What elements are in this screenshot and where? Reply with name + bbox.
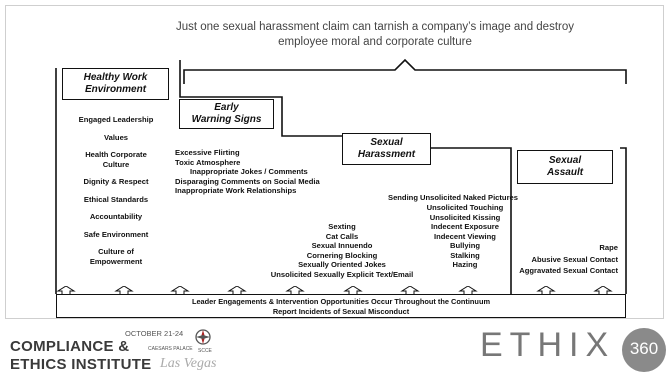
logo-line-2: ETHICS INSTITUTE [10, 356, 152, 373]
list-item: Aggravated Sexual Contact [519, 266, 618, 275]
list-item: Sexual Innuendo [311, 241, 373, 250]
ethix-360-badge: 360 [622, 328, 666, 372]
headline: Just one sexual harassment claim can tar… [175, 20, 575, 50]
ethix-wordmark: ETHIX [480, 326, 616, 364]
intervention-bar-line-2: Report Incidents of Sexual Misconduct [272, 307, 410, 316]
list-item: Sexually Oriented Jokes [298, 260, 386, 269]
compass-icon [195, 329, 211, 345]
list-item: Inappropriate Jokes / Comments [190, 167, 308, 176]
stage-4-items-center: Unsolicited Touching Unsolicited Kissing… [405, 203, 525, 270]
stage-4-items-right: Rape Abusive Sexual Contact Aggravated S… [500, 243, 618, 276]
ethix-360-number: 360 [629, 339, 659, 358]
logo-city: Las Vegas [160, 356, 217, 371]
list-item: Sexting [328, 222, 356, 231]
list-item: Safe Environment [83, 229, 149, 239]
stair-step-2 [430, 147, 512, 294]
list-item: Unsolicited Touching [426, 203, 504, 212]
stair-step-1 [179, 60, 350, 137]
list-item: Abusive Sexual Contact [531, 254, 618, 264]
list-item: Culture of [98, 247, 134, 256]
stage-2-title-line-1: Early [214, 102, 239, 113]
list-item: Values [103, 132, 129, 142]
stage-4-title-line-1: Sexual [548, 155, 582, 166]
list-item: Unsolicited Sexually Explicit Text/Email [270, 269, 414, 279]
slide-frame [5, 5, 664, 319]
logo-org: SCCE [198, 348, 212, 354]
stair-right [620, 147, 627, 294]
list-item: Disparaging Comments on Social Media [175, 176, 320, 186]
headline-line-1: Just one sexual harassment claim can tar… [175, 21, 575, 33]
intervention-bar-line-1: Leader Engagements & Intervention Opport… [191, 297, 491, 306]
list-item: Bullying [450, 241, 480, 250]
intervention-bar: Leader Engagements & Intervention Opport… [56, 294, 626, 318]
list-item: Hazing [452, 260, 478, 269]
list-item: Excessive Flirting [175, 148, 240, 157]
list-item: Empowerment [89, 256, 143, 266]
list-item: Sending Unsolicited Naked Pictures [388, 193, 518, 202]
stage-box-sexual-assault: Sexual Assault [517, 150, 613, 184]
list-item: Cat Calls [325, 231, 359, 241]
stage-3-title-line-1: Sexual [370, 137, 403, 148]
stage-4-items: Sending Unsolicited Naked Pictures [388, 193, 518, 203]
logo-line-1: COMPLIANCE & [10, 338, 130, 355]
list-item: Indecent Viewing [434, 231, 496, 241]
list-item: Inappropriate Work Relationships [175, 186, 297, 195]
list-item: Health Corporate [85, 150, 147, 159]
list-item: Culture [102, 159, 130, 169]
list-item: Indecent Exposure [431, 222, 499, 231]
headline-line-2: employee moral and corporate culture [278, 36, 472, 48]
logo-date: OCTOBER 21-24 [125, 329, 184, 338]
compliance-ethics-institute-logo: COMPLIANCE & ETHICS INSTITUTE OCTOBER 21… [10, 326, 245, 374]
stage-2-title-line-2: Warning Signs [191, 114, 262, 125]
list-item: Unsolicited Kissing [429, 212, 501, 222]
list-item: Ethical Standards [83, 194, 149, 204]
stage-1-title-line-1: Healthy Work [83, 72, 148, 83]
list-item: Toxic Atmosphere [175, 157, 241, 167]
stage-3-items: Sexting Cat Calls Sexual Innuendo Corner… [262, 222, 422, 279]
list-item: Engaged Leadership [78, 115, 154, 124]
stage-box-healthy-work-environment: Healthy Work Environment [62, 68, 169, 100]
stage-box-early-warning-signs: Early Warning Signs [179, 99, 274, 129]
bracket-line [183, 58, 627, 84]
list-item: Cornering Blocking [306, 250, 378, 260]
stage-1-title-line-2: Environment [84, 84, 147, 95]
stage-box-sexual-harassment: Sexual Harassment [342, 133, 431, 165]
stage-2-items: Excessive Flirting Toxic Atmosphere Inap… [175, 148, 320, 196]
stage-1-items: Engaged Leadership Values Health Corpora… [60, 115, 172, 266]
stage-4-title-line-2: Assault [546, 167, 584, 178]
list-item: Dignity & Respect [83, 177, 149, 186]
list-item: Stalking [450, 250, 480, 260]
stage-3-title-line-2: Harassment [357, 149, 416, 160]
list-item: Accountability [89, 212, 143, 221]
logo-venue: CAESARS PALACE [148, 346, 193, 352]
list-item: Rape [599, 243, 618, 252]
